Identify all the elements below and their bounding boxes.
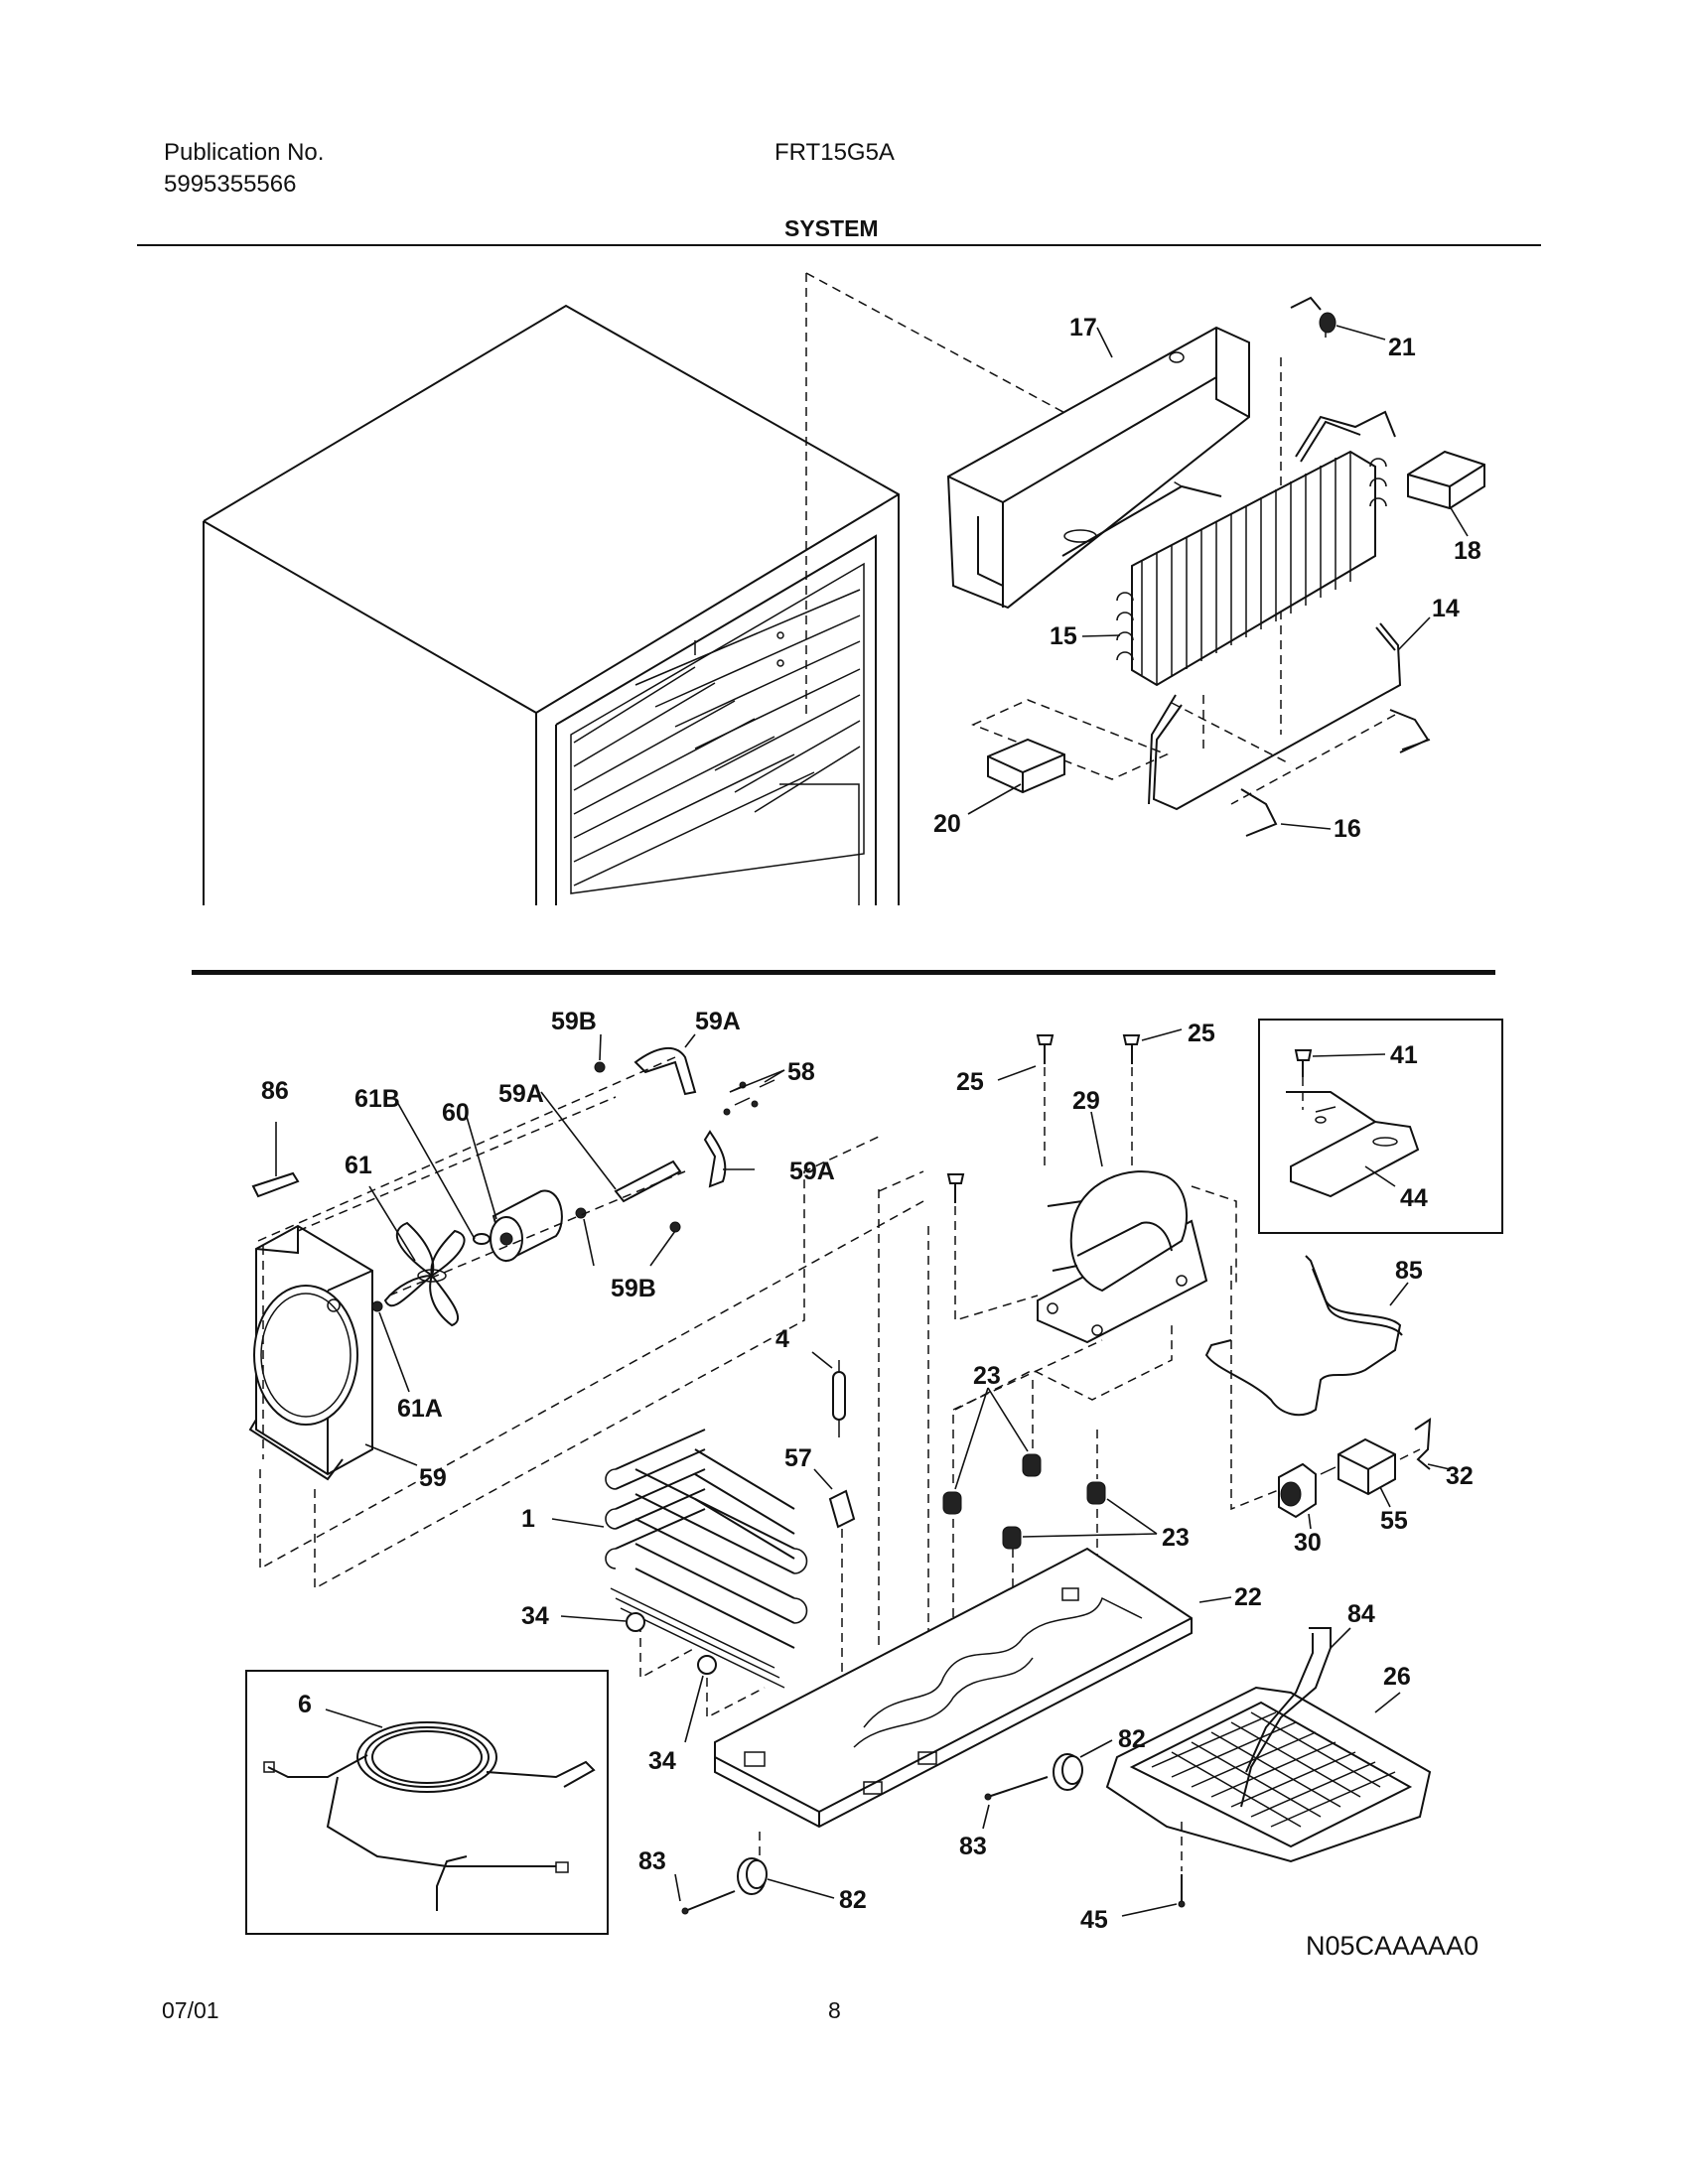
callout-55: 55 xyxy=(1380,1507,1408,1535)
callout-25-right: 25 xyxy=(1188,1020,1215,1047)
callout-59: 59 xyxy=(419,1464,447,1492)
refrigerator-cabinet xyxy=(203,304,900,905)
callout-83-right: 83 xyxy=(959,1833,987,1860)
callout-29: 29 xyxy=(1072,1087,1100,1115)
callout-32: 32 xyxy=(1446,1462,1474,1490)
callout-61a: 61A xyxy=(397,1395,443,1423)
callout-61: 61 xyxy=(345,1152,372,1179)
callout-22: 22 xyxy=(1234,1583,1262,1611)
callout-4: 4 xyxy=(775,1325,789,1353)
callout-23-top: 23 xyxy=(973,1362,1001,1390)
callout-83-left: 83 xyxy=(638,1847,666,1875)
callout-59a-right: 59A xyxy=(789,1158,835,1185)
publication-label: Publication No. xyxy=(164,139,325,166)
callout-41: 41 xyxy=(1390,1041,1418,1069)
compressor xyxy=(1037,1111,1208,1344)
page-number: 8 xyxy=(828,1997,841,2023)
callout-59a-top: 59A xyxy=(695,1008,741,1035)
callout-34-low: 34 xyxy=(648,1747,676,1775)
callout-20: 20 xyxy=(933,810,961,838)
callout-17: 17 xyxy=(1069,314,1097,341)
cap-21 xyxy=(1290,296,1386,341)
callout-44: 44 xyxy=(1400,1184,1428,1212)
fan-motor xyxy=(473,1189,563,1263)
callout-14: 14 xyxy=(1432,595,1460,622)
clip-86 xyxy=(251,1122,300,1198)
callout-85: 85 xyxy=(1395,1257,1423,1285)
callout-61b: 61B xyxy=(354,1085,400,1113)
callout-21: 21 xyxy=(1388,334,1416,361)
condenser-coil xyxy=(605,1429,808,1719)
defrost-heater xyxy=(1148,616,1431,811)
callout-58: 58 xyxy=(787,1058,815,1086)
callout-82-left: 82 xyxy=(839,1886,867,1914)
section-title: SYSTEM xyxy=(784,215,879,241)
callout-1: 1 xyxy=(521,1505,535,1533)
motor-bracket xyxy=(575,1047,775,1233)
base-plate xyxy=(714,1547,1232,1829)
screws-25 xyxy=(946,1028,1183,1203)
power-cord-box xyxy=(245,1670,609,1935)
callout-57: 57 xyxy=(784,1444,812,1472)
mounting-box xyxy=(1258,1019,1503,1234)
model-number: FRT15G5A xyxy=(774,139,895,166)
callout-60: 60 xyxy=(442,1099,470,1127)
diagram-code: N05CAAAAA0 xyxy=(1306,1931,1479,1961)
publication-number: 5995355566 xyxy=(164,171,297,198)
callout-16: 16 xyxy=(1334,815,1361,843)
pad-18 xyxy=(1407,450,1485,537)
callout-26: 26 xyxy=(1383,1663,1411,1691)
section-divider xyxy=(192,970,1495,975)
drain-pan xyxy=(1105,1627,1432,1863)
callout-34-top: 34 xyxy=(521,1602,549,1630)
callout-45: 45 xyxy=(1080,1906,1108,1934)
callout-6: 6 xyxy=(298,1691,312,1718)
relay-assembly xyxy=(1278,1418,1451,1530)
callout-82-right: 82 xyxy=(1118,1725,1146,1753)
callout-86: 86 xyxy=(261,1077,289,1105)
pad-20 xyxy=(967,699,1169,815)
grommets-23 xyxy=(942,1387,1158,1550)
tube-85 xyxy=(1204,1255,1409,1417)
fan-shroud xyxy=(248,1224,373,1481)
callout-23-right: 23 xyxy=(1162,1524,1190,1552)
footer-date: 07/01 xyxy=(162,1997,219,2023)
callout-59b-top: 59B xyxy=(551,1008,597,1035)
callout-25-left: 25 xyxy=(956,1068,984,1096)
callout-59a-mid: 59A xyxy=(498,1080,544,1108)
part-4 xyxy=(811,1351,846,1437)
callout-15: 15 xyxy=(1050,622,1077,650)
fan-blade xyxy=(371,1221,466,1327)
evaporator-coil xyxy=(1116,410,1396,687)
feet-82 xyxy=(674,1739,1113,1915)
evaporator-cover xyxy=(946,326,1250,610)
heater-clips xyxy=(1240,709,1431,837)
callout-59b-low: 59B xyxy=(611,1275,656,1302)
callout-18: 18 xyxy=(1454,537,1481,565)
header-rule xyxy=(137,244,1541,246)
callout-84: 84 xyxy=(1347,1600,1375,1628)
callout-30: 30 xyxy=(1294,1529,1322,1557)
